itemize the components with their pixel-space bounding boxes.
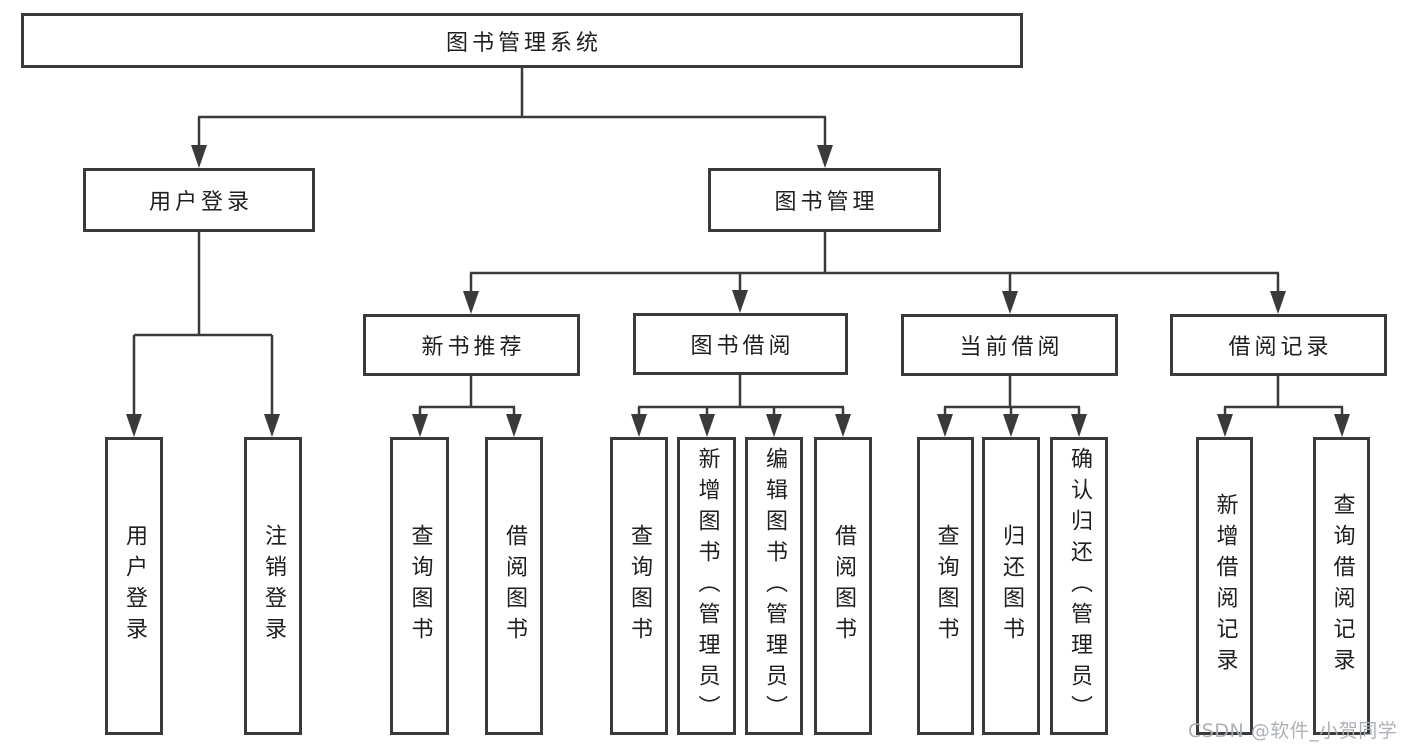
node-label: 借阅图书 xyxy=(502,524,527,648)
node-label: 图书管理 xyxy=(774,190,879,215)
leaf-borrow-books-2: 借阅图书 xyxy=(814,437,872,735)
leaf-query-books-borrowing: 查询图书 xyxy=(610,437,668,735)
leaf-query-books-current: 查询图书 xyxy=(917,437,974,735)
leaf-query-borrow-record: 查询借阅记录 xyxy=(1313,437,1370,735)
node-label: 图书管理系统 xyxy=(445,30,602,56)
leaf-edit-book-admin: 编辑图书（管理员） xyxy=(745,437,803,735)
node-book-borrowing: 图书借阅 xyxy=(633,313,848,375)
node-label: 查询借阅记录 xyxy=(1329,493,1355,679)
leaf-return-book: 归还图书 xyxy=(982,437,1040,735)
node-label: 借阅记录 xyxy=(1228,335,1333,360)
node-label: 查询图书 xyxy=(407,524,433,648)
node-label: 归还图书 xyxy=(999,524,1024,648)
node-label: 查询图书 xyxy=(933,524,959,648)
node-label: 借阅图书 xyxy=(831,524,856,648)
leaf-borrow-books-recommend: 借阅图书 xyxy=(485,437,543,735)
node-label: 用户登录 xyxy=(148,190,253,215)
leaf-query-books-recommend: 查询图书 xyxy=(390,437,449,735)
node-library-management-system: 图书管理系统 xyxy=(21,13,1023,68)
leaf-confirm-return-admin: 确认归还（管理员） xyxy=(1050,437,1108,735)
node-label: 确认归还（管理员） xyxy=(1067,446,1092,726)
leaf-add-borrow-record: 新增借阅记录 xyxy=(1196,437,1253,735)
leaf-logout: 注销登录 xyxy=(244,437,302,735)
node-book-management: 图书管理 xyxy=(708,168,941,232)
leaf-add-book-admin: 新增图书（管理员） xyxy=(677,437,736,735)
node-user-login: 用户登录 xyxy=(83,168,315,232)
node-label: 编辑图书（管理员） xyxy=(762,446,787,726)
csdn-watermark: CSDN @软件_小贺同学 xyxy=(1188,720,1398,742)
node-label: 用户登录 xyxy=(122,524,147,648)
node-label: 新增借阅记录 xyxy=(1212,493,1238,679)
node-label: 注销登录 xyxy=(261,524,286,648)
leaf-user-login: 用户登录 xyxy=(105,437,163,735)
node-current-borrowing: 当前借阅 xyxy=(901,314,1118,376)
node-label: 新增图书（管理员） xyxy=(694,446,720,726)
node-new-book-recommendation: 新书推荐 xyxy=(363,314,580,376)
node-borrowing-records: 借阅记录 xyxy=(1170,314,1387,376)
node-label: 新书推荐 xyxy=(421,335,526,360)
node-label: 当前借阅 xyxy=(959,335,1064,360)
node-label: 查询图书 xyxy=(627,524,652,648)
node-label: 图书借阅 xyxy=(690,334,795,359)
